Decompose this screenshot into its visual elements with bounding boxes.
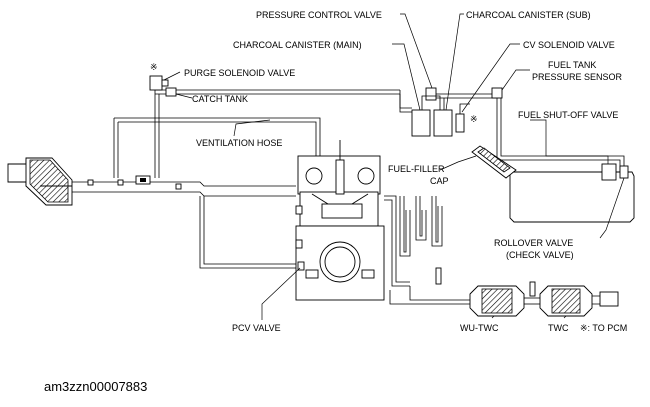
label-pressure-control-valve: PRESSURE CONTROL VALVE <box>256 10 382 20</box>
exhaust-manifold <box>384 195 470 305</box>
fuel-filler-line1: FUEL-FILLER <box>388 164 445 174</box>
fuel-filler-line2: CAP <box>430 176 449 186</box>
label-rollover-valve: ROLLOVER VALVE (CHECK VALVE) <box>494 238 576 260</box>
purge-solenoid-valve <box>149 75 169 91</box>
intake-duct <box>72 175 296 197</box>
charcoal-canister-sub <box>433 109 453 137</box>
pcv-valve <box>297 261 305 271</box>
pcv-hose <box>199 196 300 269</box>
label-charcoal-canister-main: CHARCOAL CANISTER (MAIN) <box>233 40 362 50</box>
label-fuel-shut-off-valve: FUEL SHUT-OFF VALVE <box>518 110 618 120</box>
rollover-line1: ROLLOVER VALVE <box>494 238 573 248</box>
engine <box>295 140 385 301</box>
label-charcoal-canister-sub: CHARCOAL CANISTER (SUB) <box>466 10 591 20</box>
fuel-tank-line2: PRESSURE SENSOR <box>532 72 623 82</box>
image-caption: am3zzn00007883 <box>44 379 147 394</box>
o2-sensors <box>435 267 536 297</box>
label-catch-tank: CATCH TANK <box>192 94 248 104</box>
asterisk-mark-cv: ※ <box>470 114 478 124</box>
charcoal-canister-main <box>411 109 431 137</box>
air-intake <box>7 157 73 206</box>
label-cv-solenoid-valve: CV SOLENOID VALVE <box>523 40 615 50</box>
fuel-shut-off-valve <box>601 163 617 181</box>
twc-converter <box>524 285 619 317</box>
purge-line <box>154 89 412 178</box>
label-purge-solenoid-valve: PURGE SOLENOID VALVE <box>184 68 295 78</box>
fuel-filler-cap <box>471 145 517 179</box>
label-pcv-valve: PCV VALVE <box>232 323 281 333</box>
rollover-valve <box>619 165 629 179</box>
fuel-tank-line1: FUEL TANK <box>548 60 596 70</box>
fuel-tank-pressure-sensor <box>491 87 503 99</box>
label-wu-twc: WU-TWC <box>460 323 499 333</box>
pressure-control-valve <box>425 87 437 101</box>
wu-twc-converter <box>469 285 525 317</box>
label-fuel-filler-cap: FUEL-FILLER CAP <box>388 164 449 186</box>
label-to-pcm-note: ※: TO PCM <box>580 323 627 333</box>
catch-tank <box>165 87 177 97</box>
leader-lines <box>163 13 625 320</box>
label-twc: TWC <box>548 323 569 333</box>
label-fuel-tank-pressure-sensor: FUEL TANK PRESSURE SENSOR <box>532 60 623 82</box>
canister-hoses <box>421 93 496 114</box>
rollover-line2: (CHECK VALVE) <box>506 250 574 260</box>
asterisk-mark-purge: ※ <box>150 62 158 72</box>
cv-solenoid-valve <box>455 113 465 133</box>
ventilation-hose <box>113 117 321 178</box>
label-ventilation-hose: VENTILATION HOSE <box>196 138 282 148</box>
